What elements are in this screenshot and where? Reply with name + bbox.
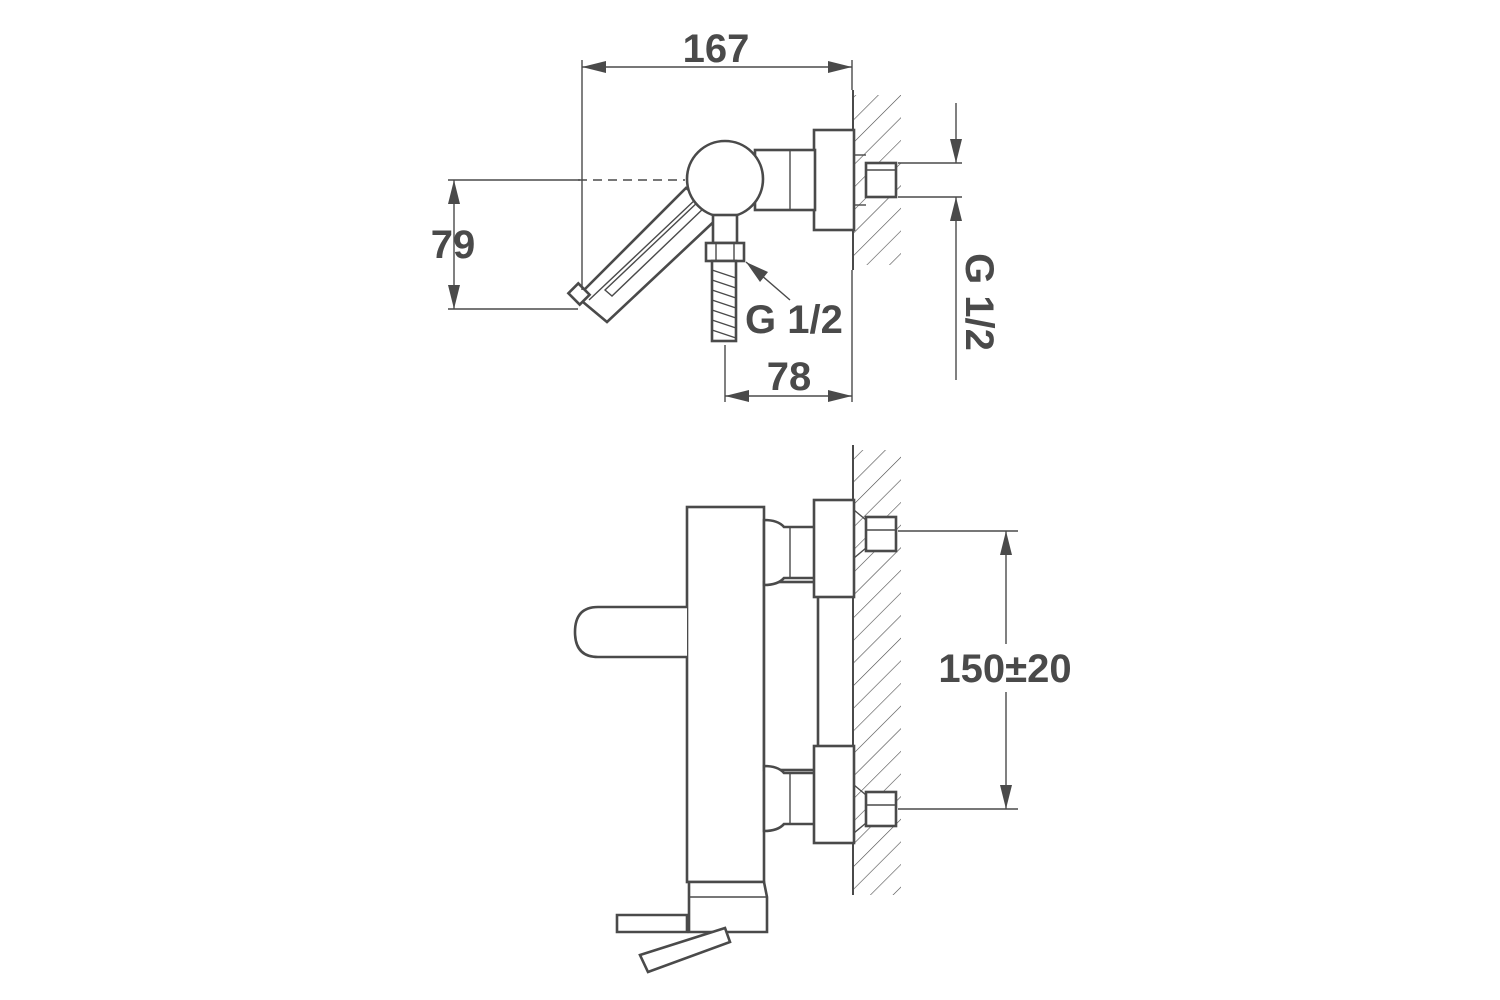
upper-arm xyxy=(762,498,898,599)
back-housing xyxy=(762,580,820,772)
shower-hose xyxy=(710,259,738,343)
bottom-outlet xyxy=(615,880,769,974)
mixer-body-circle xyxy=(685,139,765,219)
outlet-nut xyxy=(704,241,746,263)
dimension-150: 150±20 xyxy=(898,530,1078,810)
dim-label-150: 150±20 xyxy=(938,647,1071,691)
wall-inlet-nipple xyxy=(864,161,898,199)
dimension-g-side: G 1/2 xyxy=(745,261,843,342)
main-body xyxy=(685,505,766,884)
outlet-neck xyxy=(711,213,739,245)
dim-label-78: 78 xyxy=(767,355,812,399)
dim-label-g-side: G 1/2 xyxy=(745,298,843,342)
dimension-167: 167 xyxy=(581,27,853,290)
dim-label-167: 167 xyxy=(683,27,750,71)
wall-flange xyxy=(812,128,856,232)
dim-label-g-wall: G 1/2 xyxy=(957,253,1001,351)
dimension-78: 78 xyxy=(724,270,853,402)
top-view: 167 79 G 1/2 78 xyxy=(431,27,1001,402)
lower-arm xyxy=(762,744,898,845)
dim-label-79: 79 xyxy=(431,223,476,267)
dimension-g-wall: G 1/2 xyxy=(898,103,1001,380)
side-lever xyxy=(573,605,687,659)
front-view: 150±20 xyxy=(573,445,1078,974)
dimension-79: 79 xyxy=(431,179,580,310)
